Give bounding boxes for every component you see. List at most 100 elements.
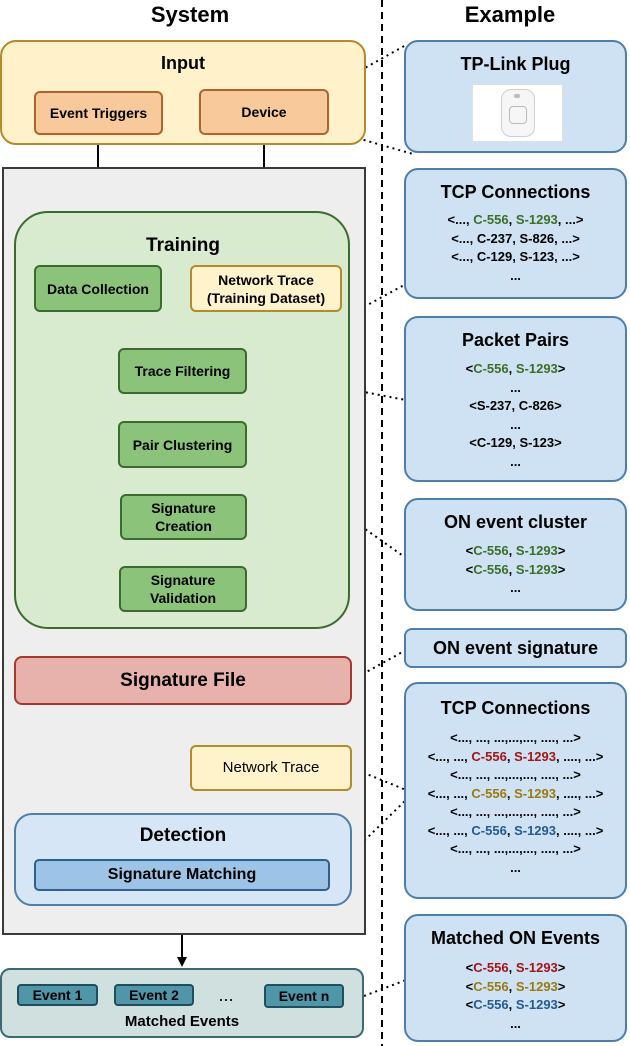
matched-events-label: Matched Events	[124, 1012, 240, 1030]
signature-validation-line1: Signature	[150, 572, 216, 588]
packet-pairs-title: Packet Pairs	[461, 330, 570, 350]
example-packet-pairs: Packet Pairs <C-556, S-1293> ... <S-237,…	[404, 316, 627, 482]
input-title: Input	[161, 52, 205, 73]
pairs-line-5: <C-129, S-123>	[469, 435, 562, 450]
tcp2-line-2-pre: <..., ...,	[427, 748, 472, 764]
example-tcp-connections-2: TCP Connections <..., ..., ...,...,..., …	[404, 682, 627, 899]
tcp2-line-3: <..., ..., ...,...,..., ...., ...>	[450, 767, 581, 782]
event-2-chip: Event 2	[114, 984, 194, 1006]
pairs-line-1: <C-556, S-1293>	[406, 360, 625, 379]
example-tcp-connections-1: TCP Connections <..., C-556, S-1293, ...…	[404, 168, 627, 299]
tcp2-line-2-sep: ,	[506, 748, 515, 764]
pair-clustering-node: Pair Clustering	[118, 421, 247, 468]
tcp2-line-4-client: C-556	[471, 785, 507, 801]
matched-line-3: <C-556, S-1293>	[406, 996, 625, 1015]
tcp2-line-6-sep: ,	[506, 822, 515, 838]
tcp2-line-6-pre: <..., ...,	[427, 822, 472, 838]
network-trace-label: Network Trace	[218, 271, 314, 288]
matched-line-2-post: >	[557, 978, 566, 994]
matched-line-3-pre: <	[465, 997, 474, 1012]
data-collection-node: Data Collection	[34, 265, 162, 312]
cluster-line-2-pre: <	[465, 561, 474, 577]
pairs-line-3: <S-237, C-826>	[469, 398, 562, 413]
matched-line-4: ...	[510, 1015, 521, 1031]
matched-line-2-server: S-1293	[515, 978, 558, 994]
signature-file-node: Signature File	[14, 656, 352, 705]
matched-line-1-server: S-1293	[515, 960, 558, 975]
matched-line-3-client: C-556	[473, 997, 509, 1012]
signature-matching-node: Signature Matching	[34, 859, 330, 891]
tcp2-line-5: <..., ..., ...,...,..., ...., ...>	[450, 804, 581, 819]
tcp2-line-8: ...	[510, 859, 521, 875]
signature-creation-node: Signature Creation	[120, 494, 247, 540]
cluster-line-3: ...	[510, 580, 521, 595]
network-trace-training-node: Network Trace (Training Dataset)	[190, 265, 342, 312]
tcp1-line-1-post: , ...>	[557, 212, 584, 227]
matched-line-2-sep: ,	[508, 978, 516, 994]
matched-line-1-sep: ,	[508, 960, 516, 975]
event-1-chip: Event 1	[17, 984, 98, 1006]
event-n-chip: Event n	[264, 984, 344, 1008]
tcp2-line-6-client: C-556	[471, 822, 507, 838]
tcp2-line-2-server: S-1293	[514, 748, 556, 764]
tcp1-line-1-sep: ,	[508, 212, 516, 227]
cluster-line-2-sep: ,	[508, 561, 516, 577]
tcp1-line-3: <..., C-129, S-123, ...>	[451, 249, 580, 264]
tcp2-line-4-sep: ,	[506, 785, 515, 801]
cluster-line-1-post: >	[557, 543, 566, 558]
cluster-line-2: <C-556, S-1293>	[406, 561, 625, 580]
cluster-line-1: <C-556, S-1293>	[406, 542, 625, 561]
pairs-line-1-post: >	[557, 361, 566, 376]
tcp2-line-7: <..., ..., ...,...,..., ...., ...>	[450, 841, 581, 856]
matched-line-3-server: S-1293	[515, 997, 558, 1012]
signature-example-title: ON event signature	[432, 637, 599, 658]
tcp2-line-6-server: S-1293	[514, 822, 556, 838]
tcp2-line-4: <..., ..., C-556, S-1293, ...., ...>	[406, 785, 625, 804]
tcp2-line-2: <..., ..., C-556, S-1293, ...., ...>	[406, 748, 625, 767]
network-trace-detection-node: Network Trace	[190, 745, 352, 791]
matched-line-1: <C-556, S-1293>	[406, 959, 625, 978]
matched-line-1-client: C-556	[473, 960, 509, 975]
event-triggers-node: Event Triggers	[34, 91, 163, 135]
signature-validation-node: Signature Validation	[119, 566, 247, 612]
tcp1-line-1: <..., C-556, S-1293, ...>	[406, 211, 625, 230]
tcp1-server-id: S-1293	[515, 212, 558, 227]
signature-creation-line1: Signature	[151, 500, 216, 516]
matched-line-2-client: C-556	[473, 978, 509, 994]
tcp1-client-id: C-556	[473, 212, 509, 227]
matched-on-events-title: Matched ON Events	[430, 928, 601, 948]
cluster-line-1-server: S-1293	[515, 543, 558, 558]
cluster-line-1-sep: ,	[508, 543, 516, 558]
cluster-line-2-server: S-1293	[515, 561, 558, 577]
pairs-line-2: ...	[510, 379, 521, 395]
signature-creation-line2: Creation	[155, 518, 212, 534]
tcp2-line-2-post: , ...., ...>	[555, 748, 604, 764]
training-title: Training	[146, 235, 220, 256]
example-matched-on-events: Matched ON Events <C-556, S-1293> <C-556…	[404, 914, 627, 1042]
tcp2-line-4-server: S-1293	[514, 785, 556, 801]
tcp2-line-6: <..., ..., C-556, S-1293, ...., ...>	[406, 822, 625, 841]
tcp2-line-2-client: C-556	[471, 748, 507, 764]
device-node: Device	[199, 89, 329, 135]
pairs-line-1-sep: ,	[508, 361, 516, 376]
matched-line-3-sep: ,	[508, 997, 516, 1012]
cluster-line-2-post: >	[557, 561, 566, 577]
pairs-line-6: ...	[510, 453, 521, 469]
tcp1-line-1-pre: <...,	[447, 212, 474, 227]
pairs-server-id: S-1293	[515, 361, 558, 376]
cluster-line-2-client: C-556	[473, 561, 509, 577]
tcp2-line-1: <..., ..., ...,...,..., ...., ...>	[450, 730, 581, 745]
events-ellipsis: ...	[218, 984, 234, 1005]
matched-line-2-pre: <	[465, 978, 474, 994]
tcp1-line-2: <..., C-237, S-826, ...>	[451, 230, 580, 246]
tcp1-line-4: ...	[510, 267, 521, 283]
pairs-line-1-pre: <	[465, 361, 474, 376]
tcp1-title: TCP Connections	[440, 182, 591, 202]
matched-line-3-post: >	[557, 997, 566, 1012]
plug-body	[501, 89, 535, 137]
plug-socket	[509, 106, 527, 124]
cluster-line-1-client: C-556	[473, 543, 509, 558]
tcp2-title: TCP Connections	[440, 698, 591, 718]
tp-link-plug-title: TP-Link Plug	[460, 54, 571, 74]
